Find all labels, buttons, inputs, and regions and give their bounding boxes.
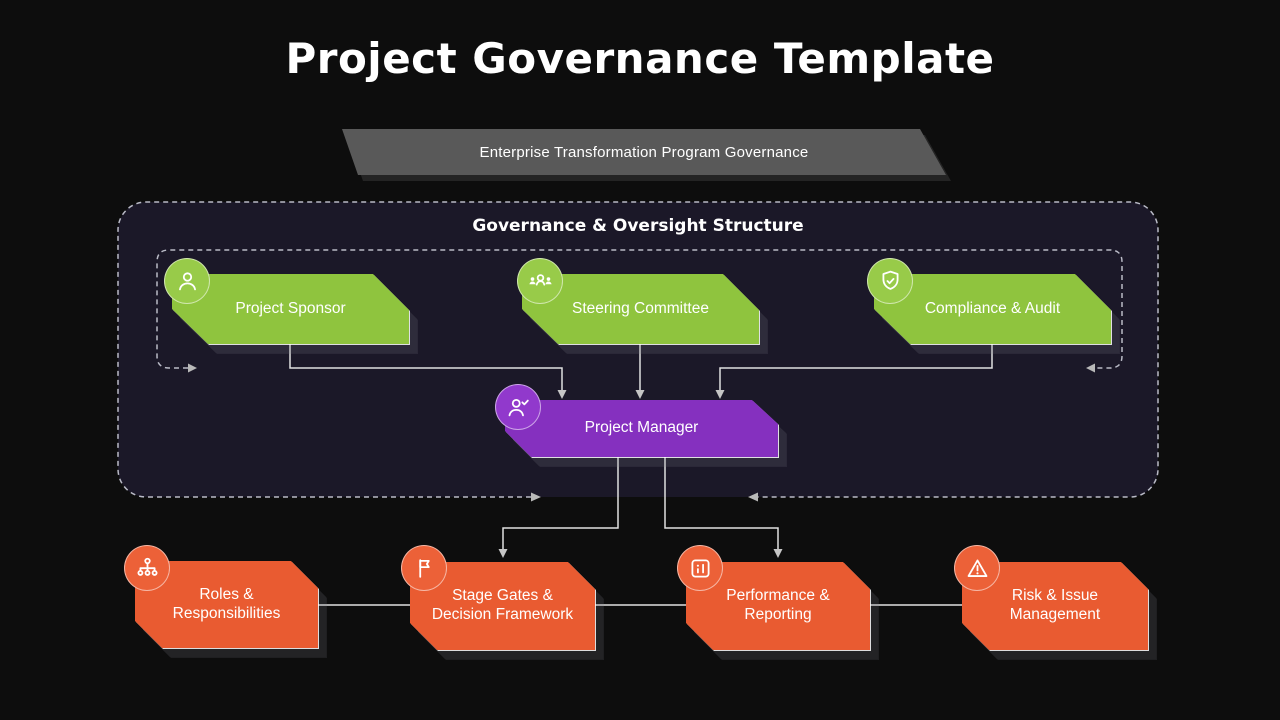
node-label-line2: Reporting [744,606,812,623]
stage-gates-badge [401,545,447,591]
node-stage-gates: Stage Gates & Decision Framework [410,562,595,650]
node-label: Steering Committee [572,299,709,317]
steering-committee-badge [517,258,563,304]
bar-chart-icon [691,559,709,577]
node-label-line1: Roles & [199,585,254,603]
flag-icon [418,558,430,578]
node-label-line1: Stage Gates & [452,587,553,605]
roles-responsibilities-badge [124,545,170,591]
page-title: Project Governance Template [285,34,995,83]
node-label-line2: Management [1009,606,1101,623]
subtitle-banner-label: Enterprise Transformation Program Govern… [342,129,946,175]
subtitle-banner: Enterprise Transformation Program Govern… [342,129,946,175]
node-project-manager: Project Manager [505,400,778,457]
project-manager-badge [495,384,541,430]
node-label: Compliance & Audit [924,299,1061,317]
user-icon [178,271,196,290]
node-label-line2: Decision Framework [431,606,574,623]
node-label-line2: Responsibilities [172,604,281,622]
org-chart-icon [136,557,158,576]
risk-issue-management-badge [954,545,1000,591]
node-compliance-audit: Compliance & Audit [874,274,1111,344]
node-label: Project Manager [584,419,699,437]
arrow-down-icon [773,549,783,558]
node-project-sponsor: Project Sponsor [172,274,409,344]
compliance-audit-badge [867,258,913,304]
users-icon [528,273,552,286]
performance-reporting-badge [677,545,723,591]
governance-panel-heading: Governance & Oversight Structure [472,216,804,236]
arrow-down-icon [498,549,508,558]
node-label: Project Sponsor [235,299,346,317]
project-sponsor-badge [164,258,210,304]
warning-triangle-icon [967,559,987,577]
shield-check-icon [882,270,898,290]
node-roles-responsibilities: Roles & Responsibilities [135,561,318,648]
node-label-line1: Performance & [726,587,830,605]
user-check-icon [508,398,529,416]
node-label-line1: Risk & Issue [1011,587,1099,605]
